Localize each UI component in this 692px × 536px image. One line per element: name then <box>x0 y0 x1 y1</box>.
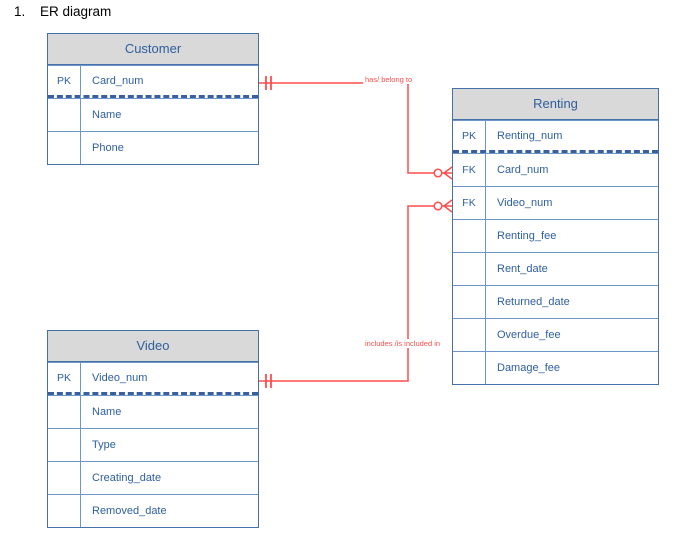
attribute-name: Name <box>92 406 122 418</box>
page-title: 1. ER diagram <box>14 4 111 19</box>
attribute-key <box>453 319 486 351</box>
page-title-text: ER diagram <box>40 4 112 19</box>
attribute-key <box>453 253 486 285</box>
attribute-key <box>453 220 486 252</box>
attribute-name: Video_num <box>497 197 553 209</box>
attribute-name: Card_num <box>92 74 144 87</box>
attribute-row[interactable]: Rent_date <box>453 252 658 285</box>
entity-customer[interactable]: Customer PK Card_num Name Phone <box>47 33 259 165</box>
attribute-row[interactable]: Name <box>48 98 258 131</box>
attribute-key <box>48 396 81 428</box>
relationship-customer-renting <box>259 76 453 180</box>
attribute-key <box>48 495 81 527</box>
cardinality-many-crowsfoot-renting-card-num <box>442 166 453 180</box>
attribute-name: Renting_fee <box>497 230 557 242</box>
attribute-row[interactable]: Phone <box>48 131 258 164</box>
attribute-row[interactable]: Creating_date <box>48 461 258 494</box>
relationship-line-video-renting <box>259 205 444 382</box>
cardinality-zero-circle-renting-video-num <box>433 201 443 211</box>
attribute-name: Type <box>92 439 116 451</box>
entity-video[interactable]: Video PK Video_num Name Type Creating_da… <box>47 330 259 528</box>
attribute-row[interactable]: FK Card_num <box>453 153 658 186</box>
attribute-row[interactable]: Removed_date <box>48 494 258 527</box>
attribute-name: Phone <box>92 142 124 154</box>
attribute-row[interactable]: Overdue_fee <box>453 318 658 351</box>
attribute-row[interactable]: FK Video_num <box>453 186 658 219</box>
attribute-row[interactable]: Name <box>48 395 258 428</box>
attribute-name: Creating_date <box>92 472 162 484</box>
attribute-row[interactable]: Renting_fee <box>453 219 658 252</box>
attribute-key <box>453 352 486 384</box>
cardinality-zero-circle-renting-card-num <box>433 168 443 178</box>
attribute-key: FK <box>453 187 486 219</box>
attribute-name: Card_num <box>497 164 549 176</box>
attribute-key: PK <box>48 66 81 95</box>
attribute-row[interactable]: PK Renting_num <box>453 120 658 153</box>
attribute-name: Rent_date <box>497 263 548 275</box>
entity-customer-title: Customer <box>48 34 258 65</box>
entity-renting-title: Renting <box>453 89 658 120</box>
attribute-row[interactable]: PK Card_num <box>48 65 258 98</box>
attribute-row[interactable]: Type <box>48 428 258 461</box>
attribute-key <box>48 132 81 164</box>
attribute-name: Video_num <box>92 371 148 384</box>
attribute-key: PK <box>48 363 81 392</box>
relationship-label-customer-renting: has/ belong to <box>363 75 415 84</box>
attribute-key <box>453 286 486 318</box>
attribute-key: FK <box>453 154 486 186</box>
cardinality-many-crowsfoot-renting-video-num <box>442 199 453 213</box>
attribute-key <box>48 99 81 131</box>
attribute-name: Renting_num <box>497 129 563 142</box>
relationship-video-renting <box>259 199 453 388</box>
attribute-name: Overdue_fee <box>497 329 561 341</box>
attribute-key <box>48 462 81 494</box>
attribute-name: Removed_date <box>92 505 167 517</box>
attribute-key: PK <box>453 121 486 150</box>
attribute-row[interactable]: Returned_date <box>453 285 658 318</box>
attribute-row[interactable]: Damage_fee <box>453 351 658 384</box>
attribute-name: Returned_date <box>497 296 570 308</box>
relationship-line-customer-renting <box>259 82 444 174</box>
attribute-name: Name <box>92 109 122 121</box>
attribute-name: Damage_fee <box>497 362 560 374</box>
attribute-row[interactable]: PK Video_num <box>48 362 258 395</box>
entity-renting[interactable]: Renting PK Renting_num FK Card_num FK Vi… <box>452 88 659 385</box>
relationship-label-video-renting: includes /is included in <box>363 339 443 348</box>
attribute-key <box>48 429 81 461</box>
entity-video-title: Video <box>48 331 258 362</box>
list-number: 1. <box>14 4 26 19</box>
